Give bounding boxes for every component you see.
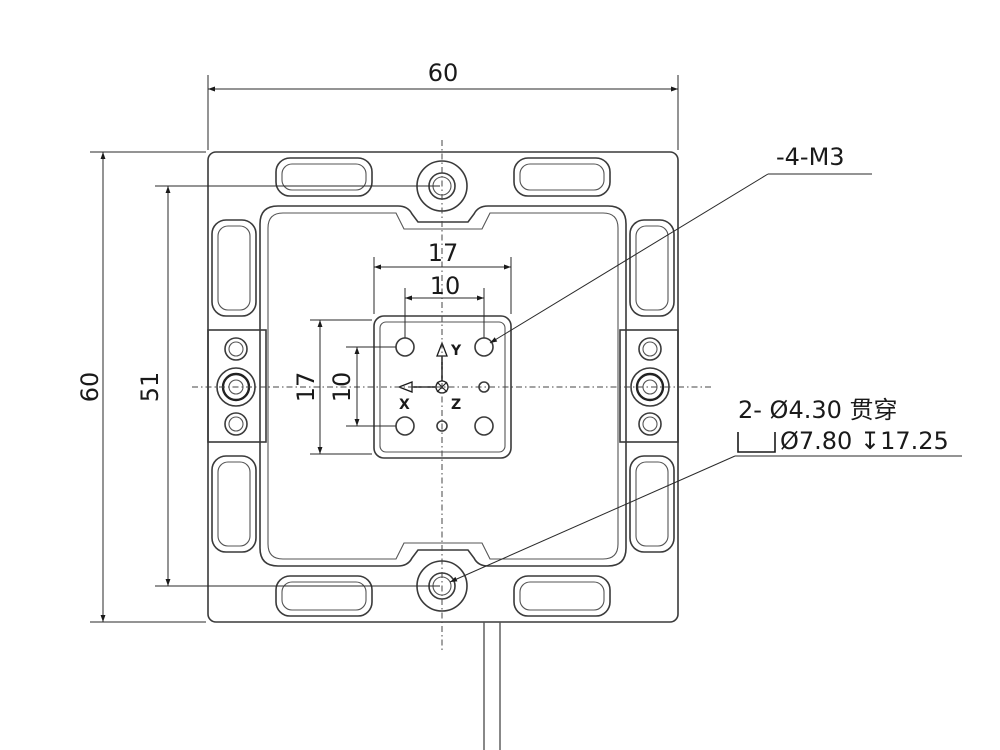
dim-10-y: 10 xyxy=(328,372,356,403)
counterbore-icon xyxy=(737,432,776,453)
dimension-pattern-y: 17 10 xyxy=(292,319,396,455)
callout-counterbore-text: Ø7.80 ↧17.25 xyxy=(780,427,949,455)
callout-thread-holes: -4-M3 xyxy=(489,143,872,344)
dim-60-height: 60 xyxy=(76,372,104,403)
axis-y-label: Y xyxy=(450,343,462,359)
axis-z-label: Z xyxy=(451,397,461,413)
dim-17-y: 17 xyxy=(292,372,320,403)
dimension-hole-spacing: 51 xyxy=(136,185,440,587)
dim-60-width: 60 xyxy=(428,59,459,87)
dim-51: 51 xyxy=(136,372,164,403)
dimension-overall-width: 60 xyxy=(207,59,679,150)
dim-10-x: 10 xyxy=(430,272,461,300)
sensor-body xyxy=(207,151,679,623)
cable xyxy=(483,622,501,750)
callout-4-m3: -4-M3 xyxy=(776,143,845,171)
dimension-overall-height: 60 xyxy=(76,151,206,623)
axis-x-label: X xyxy=(399,397,410,413)
right-side-bolts xyxy=(630,337,670,436)
dim-17-x: 17 xyxy=(428,239,459,267)
callout-through-hole-text: 2- Ø4.30 贯穿 xyxy=(738,396,898,424)
centerlines xyxy=(192,140,712,650)
coordinate-axes: Y X Z xyxy=(397,341,462,413)
callout-through-hole: 2- Ø4.30 贯穿 Ø7.80 ↧17.25 xyxy=(449,396,962,583)
dimension-pattern-x: 17 10 xyxy=(373,239,512,338)
